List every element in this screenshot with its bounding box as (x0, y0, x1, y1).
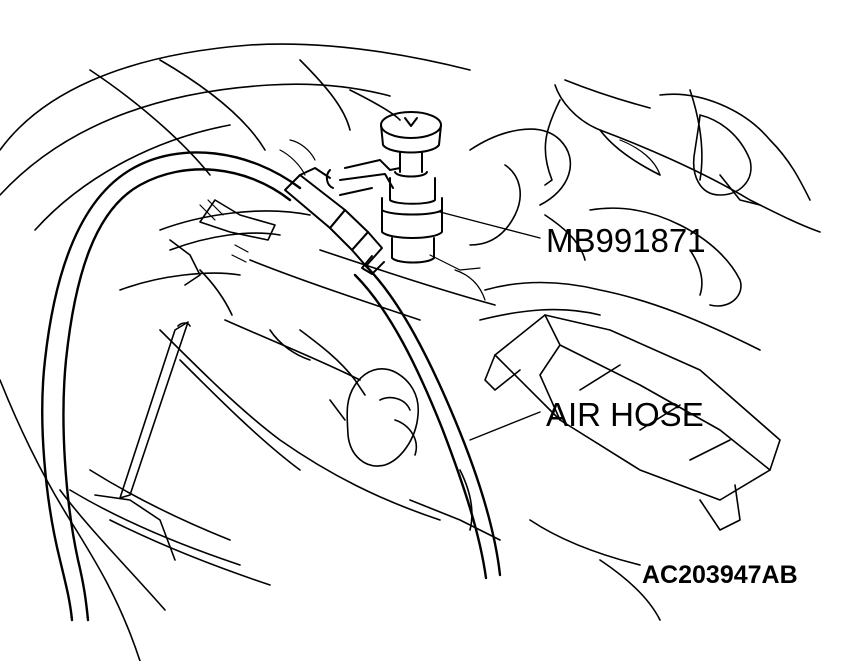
pressure-tester (325, 111, 443, 264)
leader-lines (439, 211, 541, 441)
tool-label: MB991871 (546, 222, 706, 259)
figure-code: AC203947AB (642, 561, 798, 589)
hood-outline (0, 43, 471, 231)
engine-components (469, 79, 821, 351)
air-hose (41, 151, 502, 622)
leader-tool (439, 211, 541, 239)
hose-coupler (284, 167, 385, 275)
leader-hose (469, 411, 541, 441)
air-hose-label: AIR HOSE (546, 396, 704, 433)
lower-box (329, 314, 781, 621)
support-rod (119, 321, 191, 499)
radiator-support (69, 199, 496, 586)
detail-hatching (199, 139, 661, 301)
